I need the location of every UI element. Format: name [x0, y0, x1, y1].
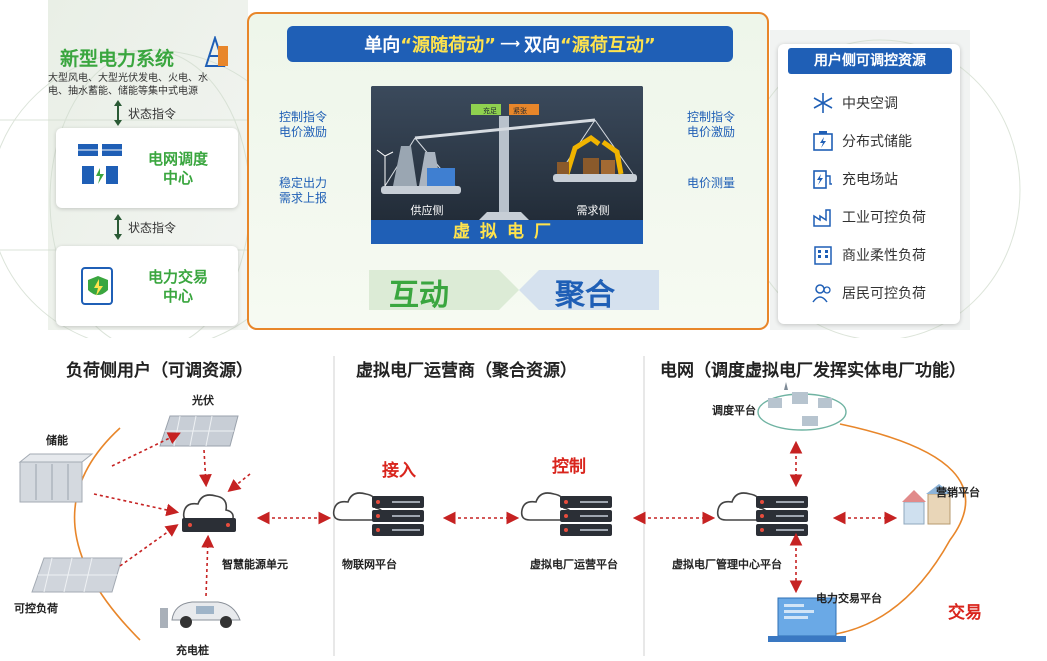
dispatch-platform-label: 调度平台: [712, 404, 756, 417]
trade-platform-icon: [768, 597, 846, 642]
balance-scale-icon: 充足 紧张 供应侧 需求侧: [371, 86, 643, 244]
power-system-desc: 大型风电、大型光伏发电、火电、水 电、抽水蓄能、储能等集中式电源: [48, 72, 208, 98]
right-top-label: 控制指令 电价激励: [687, 110, 735, 140]
user-side-resources-panel: 用户侧可调控资源 中央空调 分布式储能 充电场站: [778, 44, 960, 324]
resource-label: 居民可控负荷: [842, 286, 926, 302]
resource-label: 分布式储能: [842, 134, 912, 150]
pv-label: 光伏: [192, 394, 214, 407]
grid-dispatch-line1: 电网调度: [147, 150, 208, 168]
left-bottom-line1: 稳定出力: [279, 176, 328, 190]
vpp-operation-platform-icon: [520, 492, 612, 536]
power-trade-card: 电力交易 中心: [56, 246, 238, 326]
smart-energy-unit-icon: [182, 494, 236, 532]
pv-panel-icon: [159, 415, 239, 447]
charging-station-icon: [813, 170, 832, 189]
battery-storage-icon: [813, 131, 833, 151]
vpp-management-center-icon: [716, 492, 808, 536]
banner-arrow-icon: ⟶: [499, 36, 521, 52]
trade-platform-label: 电力交易平台: [816, 592, 882, 605]
aggregation-label: 聚合: [555, 278, 615, 313]
grid-dispatch-card: 电网调度 中心: [56, 128, 238, 208]
ev-charger-icon: [160, 601, 241, 628]
right-top-line2: 电价激励: [687, 125, 736, 139]
vpp-scale-illustration: 充足 紧张 供应侧 需求侧: [371, 86, 643, 244]
user-side-resources-title: 用户侧可调控资源: [788, 48, 952, 74]
right-top-line1: 控制指令: [687, 110, 736, 124]
marketing-platform-label: 营销平台: [936, 486, 980, 499]
resource-item-charging-station: 充电场站: [812, 168, 898, 190]
resource-item-commercial-load: 商业柔性负荷: [812, 244, 926, 266]
left-bottom-label: 稳定出力 需求上报: [279, 176, 327, 206]
vpp-management-center-label: 虚拟电厂管理中心平台: [672, 558, 782, 571]
trade-shield-icon: [81, 267, 113, 305]
status-arrow-2: [114, 214, 122, 240]
grid-dispatch-line2: 中心: [162, 169, 193, 187]
iot-platform-icon: [332, 492, 424, 536]
snowflake-icon: [813, 93, 833, 113]
control-label: 控制: [552, 457, 586, 477]
charger-label: 充电桩: [176, 644, 209, 657]
people-icon: [812, 284, 831, 303]
left-top-line2: 电价激励: [279, 125, 328, 139]
resource-item-industrial-load: 工业可控负荷: [812, 206, 926, 228]
resource-item-central-ac: 中央空调: [812, 92, 898, 114]
interaction-label: 互动: [389, 278, 449, 313]
resource-item-distributed-storage: 分布式储能: [812, 130, 912, 152]
grid-arc: [819, 423, 967, 637]
vpp-title-bar: 虚拟电厂: [371, 220, 643, 244]
building-icon: [814, 246, 832, 265]
top-panel: 新型电力系统 大型风电、大型光伏发电、火电、水 电、抽水蓄能、储能等集中式电源 …: [0, 0, 1021, 338]
power-system-desc-line2: 电、抽水蓄能、储能等集中式电源: [48, 86, 198, 97]
status-cmd-label-1: 状态指令: [128, 107, 177, 121]
resource-item-residential-load: 居民可控负荷: [812, 282, 926, 304]
right-bottom-label: 电价测量: [687, 176, 736, 190]
left-top-label: 控制指令 电价激励: [279, 110, 327, 140]
banner-quote2: “源荷互动”: [560, 35, 656, 56]
resource-label: 中央空调: [842, 96, 898, 112]
controllable-load-icon: [31, 557, 123, 593]
power-system-title: 新型电力系统: [60, 48, 175, 70]
banner-part1: 单向: [364, 35, 401, 56]
resource-label: 充电场站: [842, 172, 898, 188]
dispatch-platform-icon: [757, 382, 847, 431]
factory-icon: [813, 209, 831, 227]
grid-dispatch-title: 电网调度 中心: [128, 150, 228, 188]
left-top-line1: 控制指令: [279, 110, 328, 124]
power-trade-title: 电力交易 中心: [128, 268, 228, 306]
section-title-grid: 电网（调度虚拟电厂发挥实体电厂功能）: [660, 361, 966, 381]
bottom-panel: 负荷侧用户（可调资源） 虚拟电厂运营商（聚合资源） 电网（调度虚拟电厂发挥实体电…: [0, 340, 1047, 661]
resource-label: 商业柔性负荷: [842, 248, 926, 264]
bottom-diagram-graphics: [18, 356, 967, 656]
section-title-load-side: 负荷侧用户（可调资源）: [66, 361, 253, 381]
status-cmd-label-2: 状态指令: [128, 221, 177, 235]
source-load-banner: 单向 “源随荷动” ⟶ 双向 “源荷互动”: [287, 26, 733, 62]
storage-cabinet-icon: [18, 453, 94, 503]
power-tower-icon: [204, 36, 228, 67]
power-system-desc-line1: 大型风电、大型光伏发电、火电、水: [48, 73, 208, 84]
load-side-arc: [73, 427, 141, 641]
interaction-aggregation-arrows: [369, 270, 659, 310]
power-trade-line2: 中心: [162, 287, 193, 305]
iot-platform-label: 物联网平台: [342, 558, 397, 571]
storage-label: 储能: [46, 434, 68, 447]
access-label: 接入: [382, 461, 416, 481]
supply-side-label: 供应侧: [411, 203, 444, 217]
vpp-operation-platform-label: 虚拟电厂运营平台: [530, 558, 618, 571]
resource-label: 工业可控负荷: [842, 210, 926, 226]
status-arrow-1: [114, 100, 122, 126]
scale-label-left: 充足: [483, 106, 497, 115]
demand-side-label: 需求侧: [577, 204, 610, 217]
banner-quote1: “源随荷动”: [400, 35, 496, 56]
banner-part2: 双向: [524, 35, 561, 56]
scale-label-right: 紧张: [513, 106, 527, 115]
power-trade-line1: 电力交易: [147, 268, 208, 286]
left-bottom-line2: 需求上报: [279, 191, 328, 205]
marketing-platform-icon: [902, 484, 952, 525]
trade-label: 交易: [948, 603, 982, 623]
center-vpp-panel: 单向 “源随荷动” ⟶ 双向 “源荷互动” 控制指令 电价激励 稳定出力 需求上…: [247, 12, 769, 330]
section-title-operator: 虚拟电厂运营商（聚合资源）: [356, 361, 577, 381]
smart-energy-unit-label: 智慧能源单元: [222, 558, 288, 571]
controllable-load-label: 可控负荷: [14, 602, 58, 615]
dispatch-screens-icon: [78, 144, 122, 184]
